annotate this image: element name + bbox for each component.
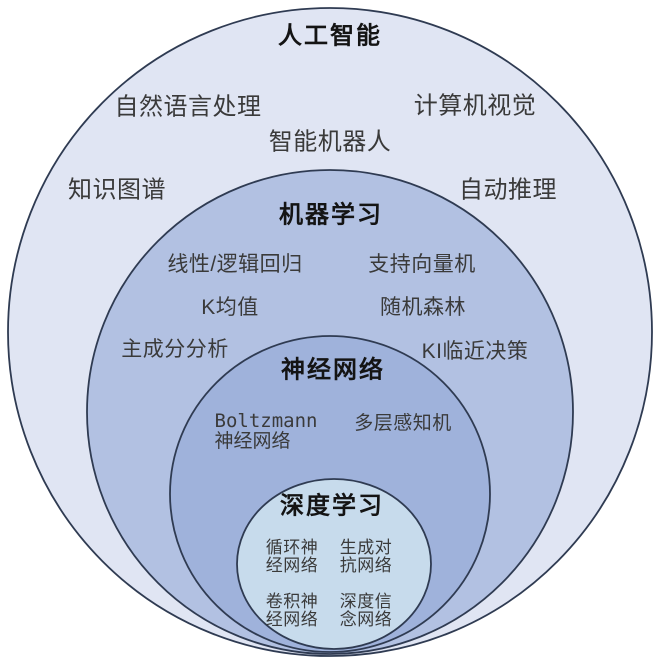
label-item-knowledge-graph: 知识图谱	[68, 176, 166, 204]
label-dl-title: 深度学习	[280, 492, 384, 520]
label-item-pca: 主成分分析	[121, 337, 229, 361]
label-item-boltzmann-network: Boltzmann 神经网络	[214, 409, 318, 452]
label-item-knn: KI临近决策	[421, 339, 529, 363]
label-item-mlp: 多层感知机	[354, 412, 452, 434]
label-item-nlp: 自然语言处理	[114, 93, 262, 121]
label-ml-title: 机器学习	[279, 201, 383, 229]
label-item-svm: 支持向量机	[368, 252, 476, 276]
label-item-linear-logistic-regression: 线性/逻辑回归	[167, 252, 303, 276]
label-item-intelligent-robot: 智能机器人	[268, 128, 392, 156]
label-item-dbn: 深度信 念网络	[339, 591, 393, 629]
label-ai-title: 人工智能	[278, 22, 382, 50]
label-item-rnn: 循环神 经网络	[265, 537, 319, 575]
circle-deep-learning	[236, 478, 432, 650]
label-item-computer-vision: 计算机视觉	[413, 92, 537, 120]
label-item-cnn: 卷积神 经网络	[265, 591, 319, 629]
label-nn-title: 神经网络	[281, 356, 385, 384]
label-item-gan: 生成对 抗网络	[339, 537, 393, 575]
label-item-random-forest: 随机森林	[380, 295, 466, 319]
label-item-kmeans: K均值	[201, 295, 259, 319]
label-item-automated-reasoning: 自动推理	[459, 176, 557, 204]
